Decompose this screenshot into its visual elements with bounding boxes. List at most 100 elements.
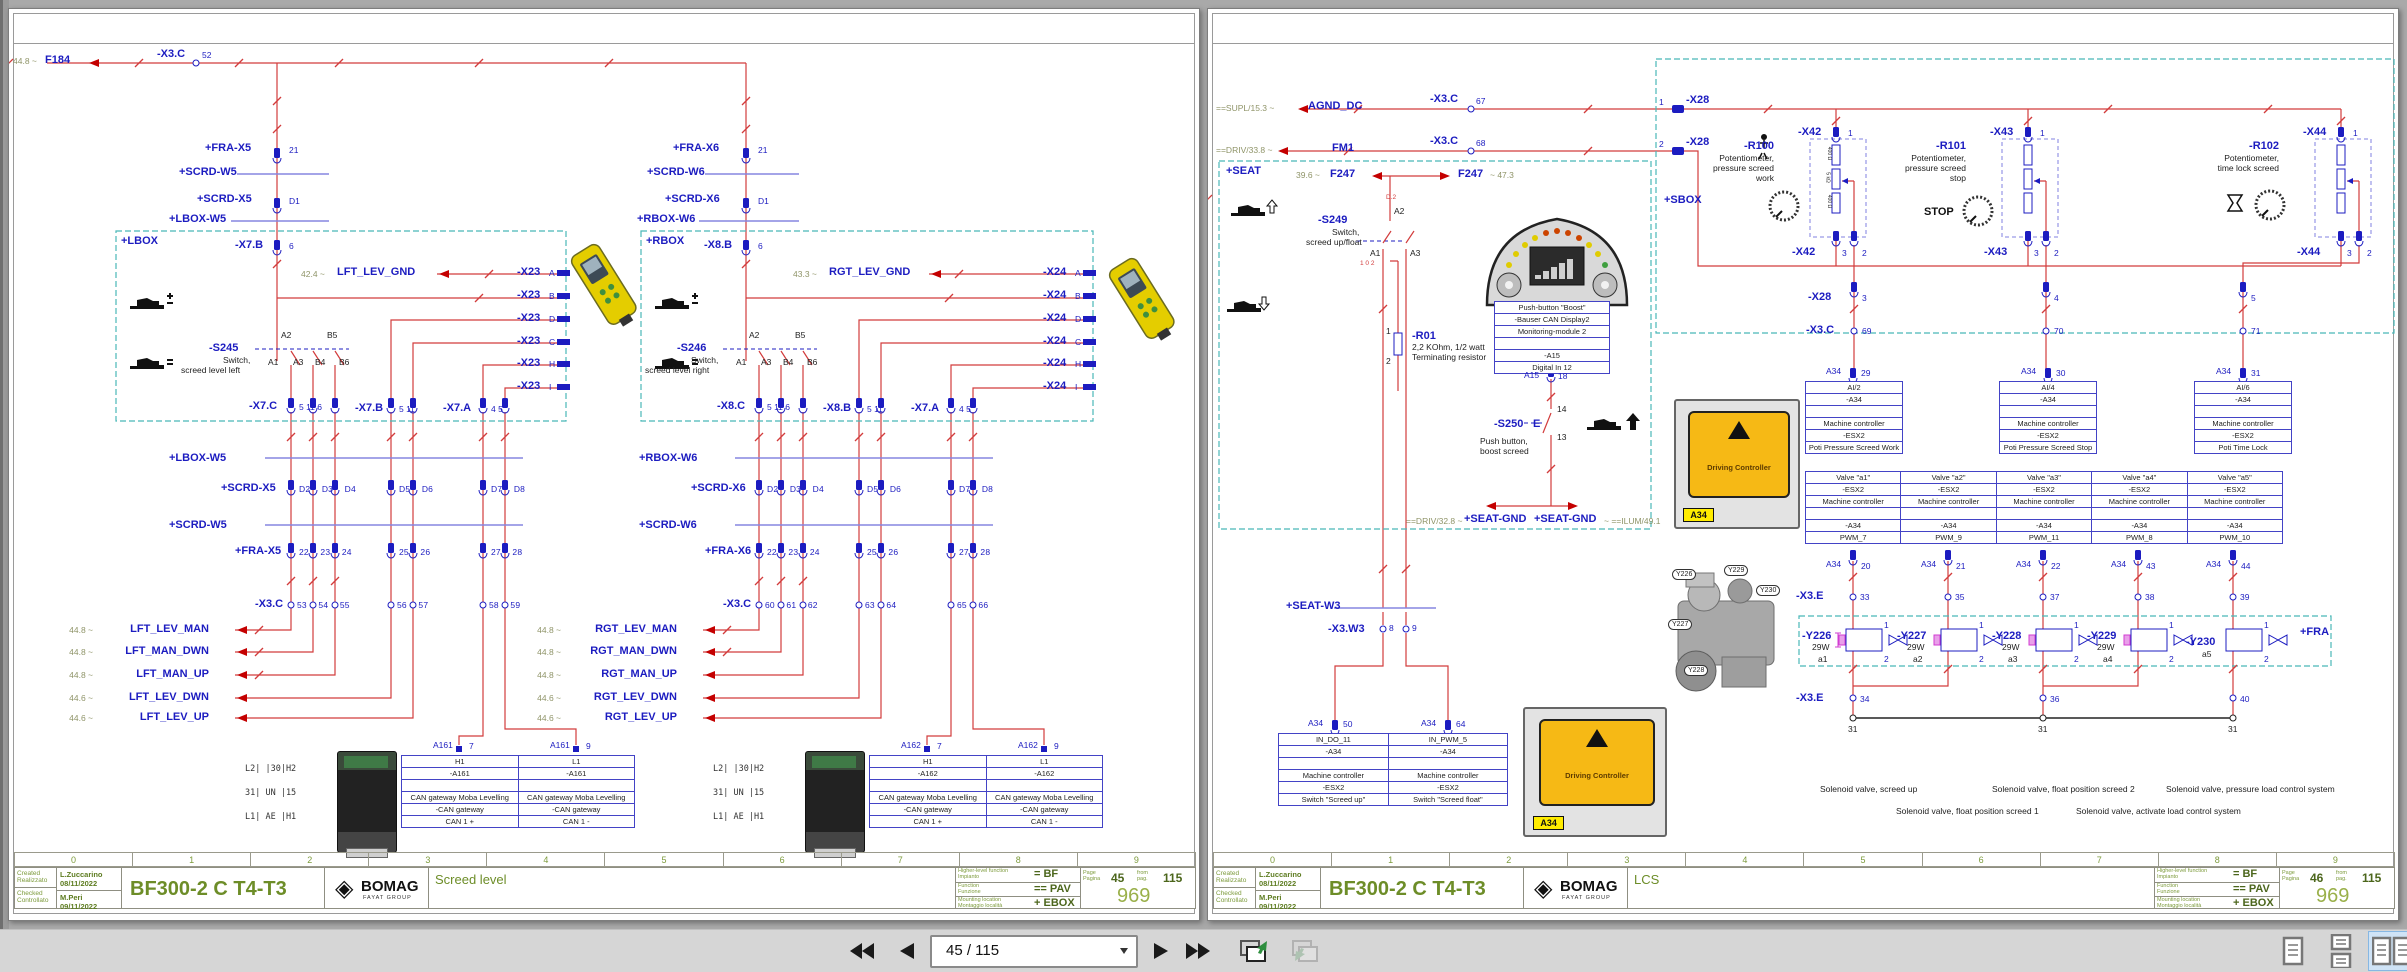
switch-desc: Switch,: [691, 355, 719, 365]
connector-label: -X23: [517, 289, 541, 301]
table-cell: Switch "Screed up": [1278, 793, 1389, 806]
connector-label: -X24: [1043, 266, 1067, 278]
left-schematic-wires: [9, 58, 1175, 752]
stop-label: STOP: [1924, 206, 1954, 218]
signal-label: RGT_LEV_DWN: [593, 691, 677, 703]
facing-pages-view-button[interactable]: [2368, 931, 2407, 971]
relay-pin-diagram: L1| AE |H1: [713, 812, 765, 822]
connector-label: -X44: [2297, 246, 2321, 258]
pin-label: 2: [2074, 654, 2079, 664]
page-number: 45: [1111, 871, 1125, 885]
table-cell: Machine controller: [1387, 769, 1509, 782]
connector-label: -X42: [1798, 126, 1822, 138]
pin-label: 29: [1861, 368, 1871, 378]
valve-label: -Y226: [1802, 630, 1832, 642]
signal-label: LFT_LEV_GND: [337, 266, 416, 278]
table-cell: Machine controller: [2091, 495, 2188, 508]
screed-float-icon: [130, 358, 173, 369]
pin-label: 1: [2264, 620, 2269, 630]
frame-header-line: [1212, 43, 2394, 44]
single-page-view-button[interactable]: [2272, 931, 2314, 971]
table-cell: [1804, 507, 1902, 520]
switch-desc: screed up/float: [1306, 237, 1362, 247]
sheet-title: Screed level: [435, 872, 507, 887]
function-value: + EBOX: [1034, 897, 1075, 909]
pin-label: 68: [1476, 138, 1486, 148]
pot-desc: Potentiometer,: [1911, 153, 1966, 163]
table-cell: Switch "Screed float": [1387, 793, 1509, 806]
viewport-left-gutter: [3, 0, 9, 971]
ground-label: 31: [2038, 724, 2048, 734]
ref-label: 44.6 ~: [537, 693, 561, 703]
page-number-combobox[interactable]: [930, 935, 1138, 968]
table-cell: 1: [1331, 852, 1451, 867]
first-page-button[interactable]: [842, 933, 880, 969]
bomag-logo: ◈ BOMAG FAYAT GROUP: [324, 867, 429, 909]
function-value: = BF: [1034, 868, 1059, 880]
dock-window-button[interactable]: [1232, 933, 1276, 969]
pin-label: D1: [758, 196, 769, 206]
pin-label: D5 D6: [399, 484, 434, 494]
page-number-input[interactable]: [944, 938, 1098, 963]
wire-label: +FRA-X6: [705, 545, 752, 557]
table-cell: -A34: [1999, 393, 2097, 406]
device-pin-label: A34: [2206, 559, 2222, 569]
hydro-callout: Y230: [1756, 585, 1781, 596]
relay-photo: [805, 751, 865, 858]
pin-label: 2: [2264, 654, 2269, 664]
pin-label: 56 57: [397, 600, 429, 610]
connector-label: -X44: [2303, 126, 2327, 138]
table-cell: [1494, 337, 1610, 350]
pin-label: 25 26: [867, 547, 899, 557]
connector-label: -X3.C: [157, 48, 186, 60]
contact-label: A2: [749, 330, 760, 340]
pin-label: 9: [1412, 623, 1417, 633]
pin-label: 4 5: [491, 404, 503, 414]
continuous-view-button[interactable]: [2320, 931, 2362, 971]
device-pin-label: A34: [2016, 559, 2032, 569]
pot-desc: work: [1756, 173, 1774, 183]
frame-header-line: [13, 43, 1195, 44]
table-cell: -A162: [985, 767, 1103, 780]
pin-label: 36: [2050, 694, 2060, 704]
last-page-button[interactable]: [1180, 933, 1218, 969]
connector-label: -X3.C: [723, 598, 752, 610]
function-value: + EBOX: [2233, 897, 2274, 909]
device-pin-label: A162: [901, 740, 921, 750]
table-cell: -A34: [1995, 519, 2093, 532]
pin-label: C: [549, 337, 556, 347]
signal-label: RGT_MAN_DWN: [590, 645, 677, 657]
previous-page-button[interactable]: [888, 933, 926, 969]
combobox-caret-icon[interactable]: [1120, 948, 1128, 954]
table-cell: -A34: [2186, 519, 2284, 532]
next-page-button[interactable]: [1142, 933, 1180, 969]
valve-label: -Y227: [1897, 630, 1927, 642]
table-cell: -ESX2: [1278, 781, 1389, 794]
table-cell: H1: [869, 755, 987, 768]
pin-label: 52: [202, 50, 212, 60]
relay-photo: [337, 751, 397, 858]
pin-label: 3: [2034, 248, 2039, 258]
contact-label: A1: [268, 357, 279, 367]
pin-label: 5 11: [399, 404, 415, 414]
switch-label: -S249: [1318, 214, 1348, 226]
connector-label: -X7.A: [911, 402, 940, 414]
valve-label: -Y230: [2186, 636, 2216, 648]
pin-label: 1: [1386, 326, 1391, 336]
pin-label: 37: [2050, 592, 2060, 602]
pin-label: 5: [2251, 293, 2256, 303]
pin-label: 64: [1456, 719, 1466, 729]
table-cell: [2194, 405, 2292, 418]
table-cell: [869, 779, 987, 792]
table-cell: Valve "a5": [2186, 471, 2284, 484]
table-cell: Machine controller: [1999, 417, 2097, 430]
table-cell: [401, 779, 519, 792]
switch-desc: boost screed: [1480, 446, 1529, 456]
table-cell: 0: [13, 852, 134, 867]
